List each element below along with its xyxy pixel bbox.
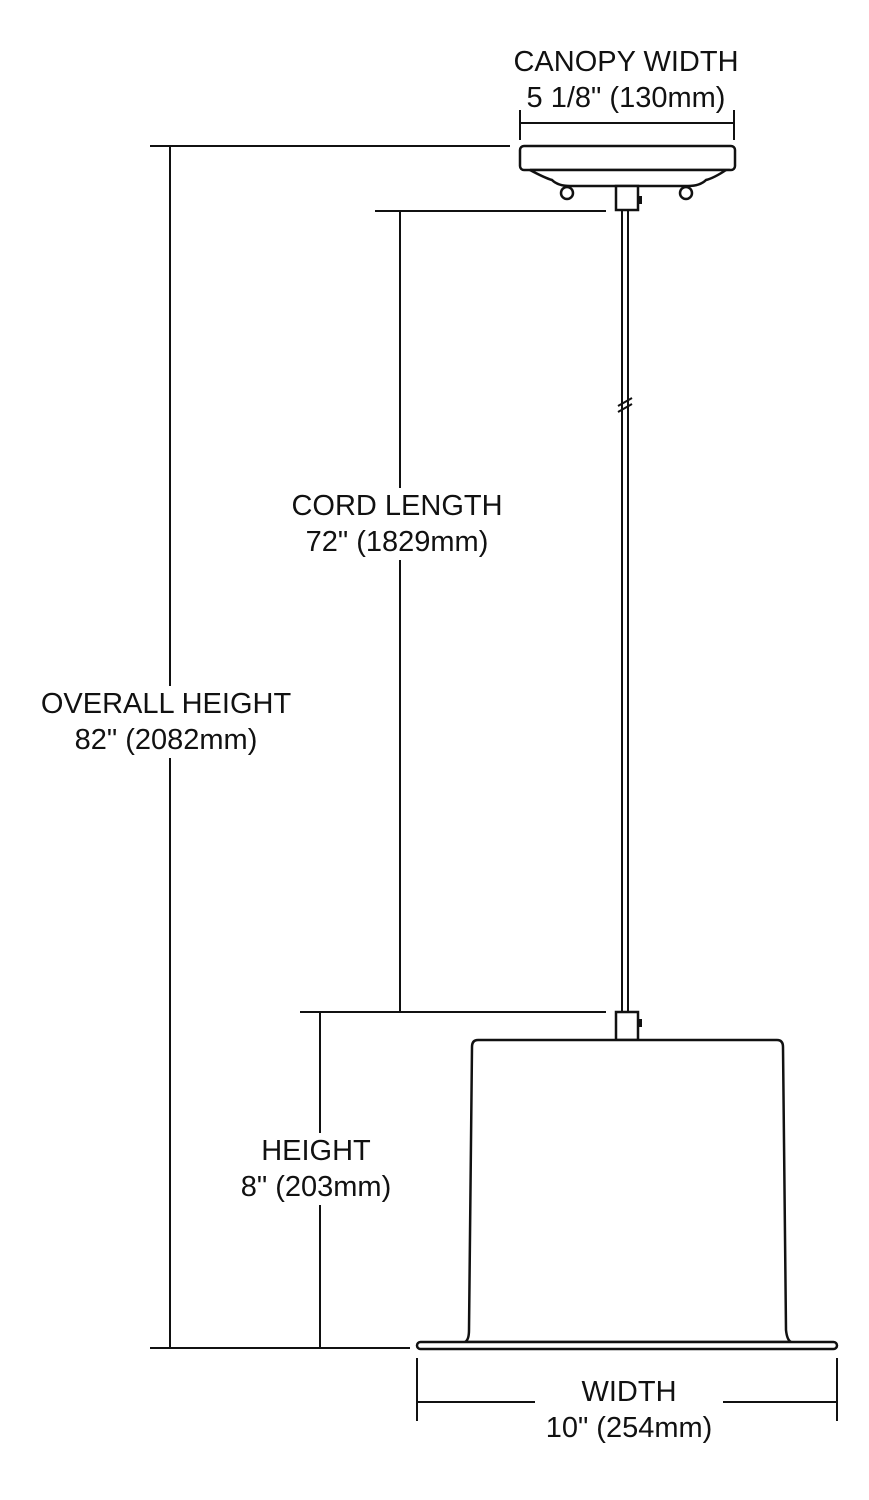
- cord-length-dimension-line: [300, 210, 606, 1013]
- height-label: HEIGHT 8" (203mm): [240, 1133, 392, 1205]
- canopy-width-title: CANOPY WIDTH: [513, 46, 739, 78]
- cord-length-title: CORD LENGTH: [291, 490, 503, 522]
- width-value: 10" (254mm): [545, 1412, 713, 1444]
- height-title: HEIGHT: [261, 1135, 371, 1167]
- canopy: [518, 144, 737, 212]
- width-label: WIDTH 10" (254mm): [546, 1374, 713, 1446]
- canopy-width-label: CANOPY WIDTH 5 1/8" (130mm): [513, 44, 738, 116]
- width-dimension-line: [416, 1358, 838, 1421]
- overall-height-title: OVERALL HEIGHT: [40, 688, 292, 720]
- cord-length-value: 72" (1829mm): [305, 526, 489, 558]
- shade: [415, 1010, 839, 1351]
- height-value: 8" (203mm): [240, 1171, 392, 1203]
- overall-height-value: 82" (2082mm): [74, 724, 258, 756]
- canopy-width-dimension-line: [519, 110, 735, 140]
- cord: [617, 210, 633, 1013]
- cord-length-label: CORD LENGTH 72" (1829mm): [291, 488, 503, 560]
- canopy-width-value: 5 1/8" (130mm): [526, 82, 726, 114]
- overall-height-label: OVERALL HEIGHT 82" (2082mm): [40, 686, 292, 758]
- width-title: WIDTH: [581, 1376, 677, 1408]
